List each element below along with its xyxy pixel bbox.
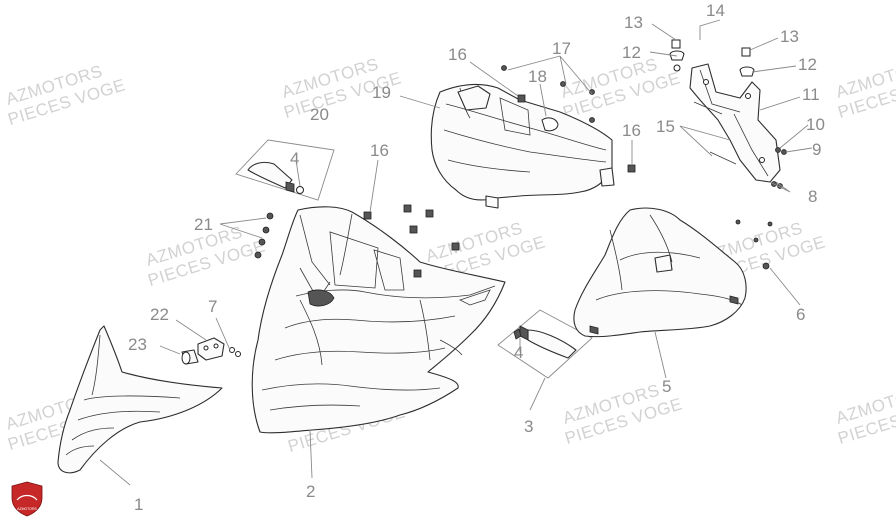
logo-text: AZMOTORS [17, 507, 37, 511]
callout-16-right: 16 [622, 121, 641, 140]
callout-6: 6 [796, 305, 805, 324]
callout-23: 23 [128, 335, 147, 354]
callout-12-left: 12 [622, 43, 641, 62]
callout-15: 15 [656, 117, 675, 136]
part-indicator-right [497, 309, 593, 379]
callout-9: 9 [812, 140, 821, 159]
callout-21: 21 [194, 215, 213, 234]
watermark: AZMOTORS PIECES VOGE [4, 61, 128, 129]
callout-11: 11 [802, 85, 820, 104]
fasteners [229, 65, 773, 357]
callout-4-upper: 4 [290, 149, 299, 168]
callout-numbers: 1 2 3 4 4 5 6 7 8 9 10 11 12 12 13 13 14… [128, 1, 825, 514]
callout-18: 18 [528, 67, 547, 86]
callout-13-left: 13 [624, 13, 643, 32]
callout-16-center: 16 [370, 141, 389, 160]
watermark: AZMOTORS PIECES VOGE [834, 54, 896, 122]
callout-2: 2 [306, 482, 315, 501]
part-license-lamp [181, 337, 225, 365]
part-front-fairing [251, 206, 506, 434]
shield-logo-icon: AZMOTORS [11, 481, 43, 517]
callout-5: 5 [662, 377, 671, 396]
callout-19: 19 [372, 83, 391, 102]
callout-8: 8 [808, 187, 817, 206]
callout-1: 1 [134, 495, 143, 514]
part-inner-cover [573, 207, 747, 338]
callout-10: 10 [806, 115, 825, 134]
callout-3: 3 [524, 417, 533, 436]
callout-17: 17 [552, 39, 571, 58]
callout-12-right: 12 [798, 55, 817, 74]
callout-16-top: 16 [448, 45, 467, 64]
watermark: AZMOTORS PIECES VOGE [834, 380, 896, 448]
part-headlight [430, 83, 615, 209]
part-side-trim [57, 325, 223, 474]
callout-22: 22 [150, 305, 169, 324]
callout-14: 14 [706, 1, 725, 20]
leader-lines [99, 19, 813, 486]
callout-20: 20 [310, 105, 329, 124]
callout-4-lower: 4 [514, 343, 523, 362]
callout-7: 7 [208, 297, 217, 316]
callout-13-right: 13 [780, 27, 799, 46]
watermark: AZMOTORS PIECES VOGE [559, 54, 683, 122]
part-indicator-left [235, 139, 335, 201]
part-headlight-bracket [669, 39, 787, 189]
